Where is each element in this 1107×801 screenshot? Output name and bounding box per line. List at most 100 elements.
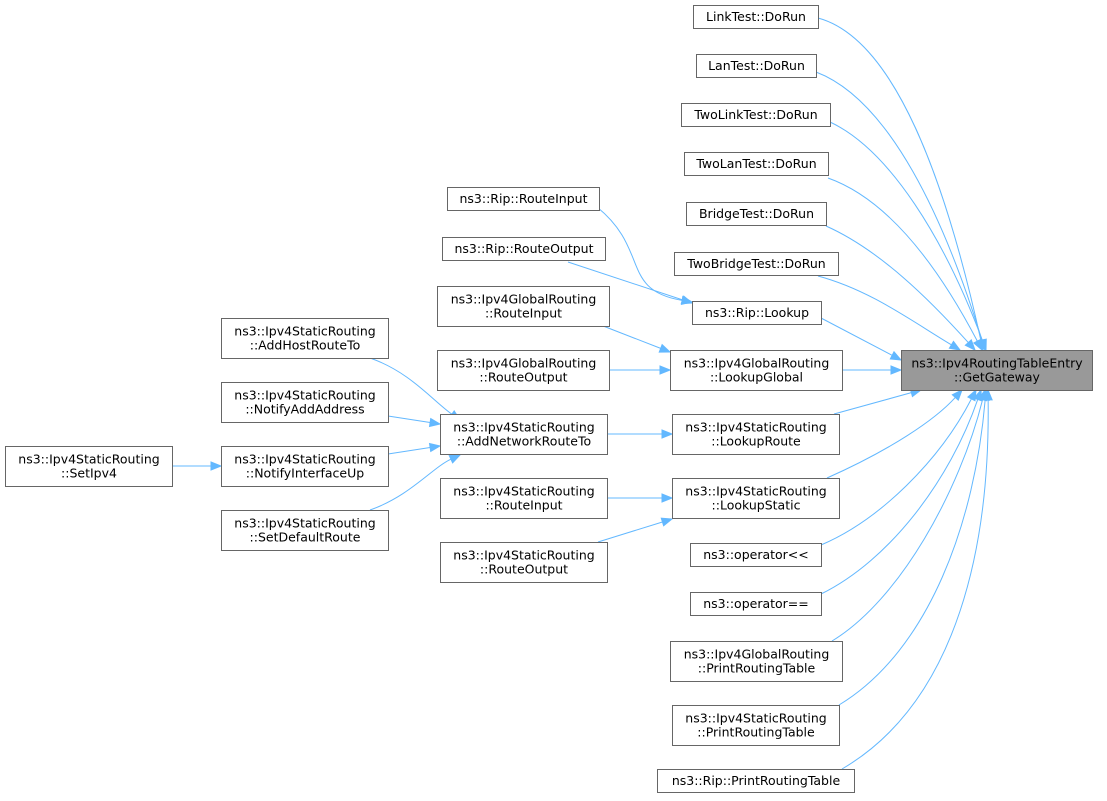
node-box[interactable] xyxy=(440,542,608,583)
node-riplookup[interactable]: ns3::Rip::Lookup xyxy=(692,301,822,325)
node-notifyaddr[interactable]: ns3::Ipv4StaticRouting::NotifyAddAddress xyxy=(221,382,389,423)
node-label-line: ns3::operator<< xyxy=(703,547,809,562)
node-label-line: ns3::Ipv4StaticRouting xyxy=(685,711,826,726)
edge-setipv4-to-notifyup xyxy=(172,461,223,471)
edge-line xyxy=(369,458,452,511)
node-box[interactable] xyxy=(670,350,843,391)
edge-notifyaddr-to-addnetwork xyxy=(387,415,442,428)
node-twobridgetest[interactable]: TwoBridgeTest::DoRun xyxy=(674,252,839,276)
edge-opeq-to-gw xyxy=(820,388,983,595)
node-label-line: BridgeTest::DoRun xyxy=(699,206,814,221)
edge-line xyxy=(820,398,972,546)
node-box[interactable] xyxy=(657,769,855,793)
node-box[interactable] xyxy=(674,252,839,276)
node-setipv4[interactable]: ns3::Ipv4StaticRouting::SetIpv4 xyxy=(5,446,173,487)
node-box[interactable] xyxy=(693,5,819,29)
node-gw[interactable]: ns3::Ipv4RoutingTableEntry::GetGateway xyxy=(901,350,1093,391)
edge-staticrouteoutput-to-lookupstatic xyxy=(597,517,674,543)
node-box[interactable] xyxy=(686,202,827,226)
edge-line xyxy=(827,177,978,342)
node-label-line: ns3::Ipv4StaticRouting xyxy=(453,484,594,499)
edge-twobridgetest-to-gw xyxy=(817,275,962,351)
node-box[interactable] xyxy=(684,152,829,176)
edge-line xyxy=(597,521,663,543)
node-label-line: ns3::Rip::RouteInput xyxy=(460,191,588,206)
node-box[interactable] xyxy=(221,510,389,551)
node-lantest[interactable]: LanTest::DoRun xyxy=(696,54,817,78)
node-box[interactable] xyxy=(442,237,606,261)
node-box[interactable] xyxy=(672,414,840,455)
node-label-line: ns3::Ipv4GlobalRouting xyxy=(451,356,597,371)
node-box[interactable] xyxy=(672,478,840,519)
node-box[interactable] xyxy=(670,641,843,682)
edge-arrowhead xyxy=(983,388,993,401)
node-globalprint[interactable]: ns3::Ipv4GlobalRouting::PrintRoutingTabl… xyxy=(670,641,843,682)
node-box[interactable] xyxy=(901,350,1093,391)
node-addnetwork[interactable]: ns3::Ipv4StaticRouting::AddNetworkRouteT… xyxy=(440,414,608,455)
node-notifyup[interactable]: ns3::Ipv4StaticRouting::NotifyInterfaceU… xyxy=(221,446,389,487)
node-box[interactable] xyxy=(692,301,822,325)
node-box[interactable] xyxy=(440,478,608,519)
node-label-line: ns3::Ipv4StaticRouting xyxy=(234,452,375,467)
edge-line xyxy=(820,399,979,595)
node-label-line: ns3::Ipv4StaticRouting xyxy=(234,324,375,339)
edge-addnetwork-to-lookuproute xyxy=(607,429,674,439)
node-box[interactable] xyxy=(221,318,389,359)
node-twolantest[interactable]: TwoLanTest::DoRun xyxy=(684,152,829,176)
node-lookuproute[interactable]: ns3::Ipv4StaticRouting::LookupRoute xyxy=(672,414,840,455)
node-label-line: ::LookupGlobal xyxy=(710,370,803,385)
edge-arrowhead xyxy=(659,365,672,375)
node-box[interactable] xyxy=(690,543,822,567)
node-riprouteinput[interactable]: ns3::Rip::RouteInput xyxy=(447,187,600,211)
node-box[interactable] xyxy=(437,350,610,391)
node-box[interactable] xyxy=(672,705,840,746)
node-label-line: ::NotifyAddAddress xyxy=(245,402,364,417)
edge-arrowhead xyxy=(658,343,672,353)
node-box[interactable] xyxy=(447,187,600,211)
node-opeq[interactable]: ns3::operator== xyxy=(690,592,822,616)
edge-line xyxy=(596,206,683,301)
node-box[interactable] xyxy=(696,54,817,78)
node-linktest[interactable]: LinkTest::DoRun xyxy=(693,5,819,29)
edge-arrowhead xyxy=(660,517,674,527)
node-lookupglobal[interactable]: ns3::Ipv4GlobalRouting::LookupGlobal xyxy=(670,350,843,391)
node-box[interactable] xyxy=(221,446,389,487)
node-label-line: ::SetIpv4 xyxy=(61,466,117,481)
node-lookupstatic[interactable]: ns3::Ipv4StaticRouting::LookupStatic xyxy=(672,478,840,519)
node-label-line: ::LookupStatic xyxy=(712,498,801,513)
node-globalrouteoutput[interactable]: ns3::Ipv4GlobalRouting::RouteOutput xyxy=(437,350,610,391)
edge-line xyxy=(567,261,683,301)
node-label-line: TwoLinkTest::DoRun xyxy=(693,107,817,122)
node-staticrouteinput[interactable]: ns3::Ipv4StaticRouting::RouteInput xyxy=(440,478,608,519)
edge-line xyxy=(831,399,984,642)
node-label-line: ns3::Ipv4StaticRouting xyxy=(453,420,594,435)
node-box[interactable] xyxy=(437,286,610,327)
node-box[interactable] xyxy=(681,103,831,127)
node-box[interactable] xyxy=(690,592,822,616)
edge-line xyxy=(829,121,983,341)
node-bridgetest[interactable]: BridgeTest::DoRun xyxy=(686,202,827,226)
node-box[interactable] xyxy=(440,414,608,455)
node-box[interactable] xyxy=(5,446,173,487)
node-label-line: ::AddNetworkRouteTo xyxy=(457,434,591,449)
node-addhost[interactable]: ns3::Ipv4StaticRouting::AddHostRouteTo xyxy=(221,318,389,359)
node-label-line: TwoLanTest::DoRun xyxy=(695,156,816,171)
node-box[interactable] xyxy=(221,382,389,423)
edge-bridgetest-to-gw xyxy=(825,225,976,352)
node-label-line: ::RouteOutput xyxy=(480,562,568,577)
edge-arrowhead xyxy=(680,295,694,305)
node-staticrouteoutput[interactable]: ns3::Ipv4StaticRouting::RouteOutput xyxy=(440,542,608,583)
edge-line xyxy=(817,275,952,346)
node-ripprint[interactable]: ns3::Rip::PrintRoutingTable xyxy=(657,769,855,793)
edge-line xyxy=(825,225,969,343)
node-setdefault[interactable]: ns3::Ipv4StaticRouting::SetDefaultRoute xyxy=(221,510,389,551)
node-staticprint[interactable]: ns3::Ipv4StaticRouting::PrintRoutingTabl… xyxy=(672,705,840,746)
edge-line xyxy=(833,392,912,415)
edge-arrowhead xyxy=(972,338,983,352)
node-oplt[interactable]: ns3::operator<< xyxy=(690,543,822,567)
node-riprouteoutput[interactable]: ns3::Rip::RouteOutput xyxy=(442,237,606,261)
node-twolinktest[interactable]: TwoLinkTest::DoRun xyxy=(681,103,831,127)
node-label-line: ns3::Ipv4RoutingTableEntry xyxy=(911,356,1083,371)
node-globalrouteinput[interactable]: ns3::Ipv4GlobalRouting::RouteInput xyxy=(437,286,610,327)
